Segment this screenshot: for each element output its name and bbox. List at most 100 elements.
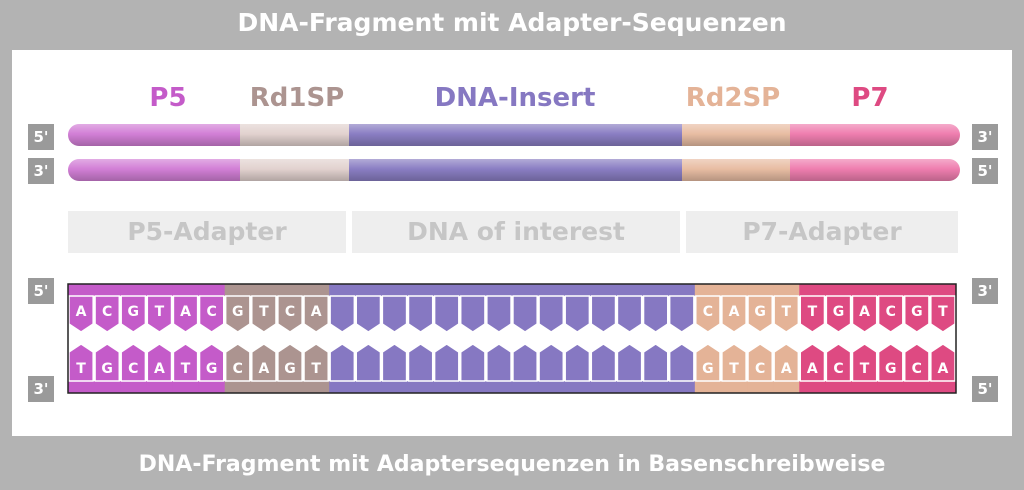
backbone-bottom-segment: [198, 381, 226, 393]
base-letter-bottom: A: [938, 361, 949, 377]
diagram-caption: DNA-Fragment mit Adaptersequenzen in Bas…: [138, 452, 886, 477]
backbone-bottom-segment: [355, 381, 382, 393]
base-bottom: [460, 343, 486, 382]
base-bottom: [433, 343, 460, 382]
base-bottom: [251, 343, 277, 382]
backbone-bottom-segment: [720, 381, 748, 393]
backbone-bottom-segment: [851, 381, 879, 393]
base-top: [486, 295, 512, 333]
strand-segment-rd1sp: [240, 124, 349, 146]
base-bottom: [642, 343, 669, 382]
base-bottom: [825, 343, 852, 382]
top-strand: [68, 124, 960, 146]
base-letter-top: C: [886, 304, 896, 320]
base-bottom: [407, 343, 434, 382]
base-letter-bottom: T: [181, 361, 191, 377]
backbone-top-segment: [642, 284, 670, 296]
base-top: [303, 295, 329, 333]
end-marker-top-left: 5': [28, 124, 54, 150]
base-letter-bottom: C: [755, 361, 765, 377]
base-bottom: [120, 343, 147, 382]
base-bottom: [590, 343, 617, 382]
base-letter-top: G: [911, 304, 923, 320]
base-letter-top: T: [259, 304, 269, 320]
backbone-top-segment: [172, 284, 200, 296]
base-top: [538, 295, 564, 333]
strand-segment-p5: [68, 159, 240, 181]
diagram-title: DNA-Fragment mit Adapter-Sequenzen: [237, 8, 787, 37]
backbone-bottom-segment: [381, 381, 409, 393]
base-bottom: [538, 343, 564, 382]
base-bottom: [930, 343, 956, 382]
region-p5-adapter: P5-Adapter: [68, 211, 346, 253]
base-bottom: [198, 343, 225, 382]
backbone-top-segment: [512, 284, 539, 296]
base-bottom: [329, 343, 355, 382]
backbone-bottom-segment: [773, 381, 800, 393]
region-dna-of-interest: DNA of interest: [352, 211, 680, 253]
base-top: [877, 295, 904, 333]
backbone-bottom-segment: [747, 381, 774, 393]
base-top: [590, 295, 617, 333]
base-bottom: [747, 343, 773, 382]
backbone-bottom-segment: [512, 381, 539, 393]
base-letter-bottom: T: [76, 361, 86, 377]
base-letter-bottom: G: [885, 361, 897, 377]
backbone-bottom-segment: [433, 381, 461, 393]
backbone-top-segment: [720, 284, 748, 296]
backbone-bottom-segment: [120, 381, 147, 393]
strand-segment-rd2sp: [682, 159, 790, 181]
strand-segment-rd1sp: [240, 159, 349, 181]
backbone-bottom-segment: [146, 381, 173, 393]
base-letter-top: G: [833, 304, 845, 320]
end-marker-bottom-left: 3': [28, 158, 54, 184]
backbone-top-segment: [355, 284, 382, 296]
backbone-bottom-segment: [903, 381, 931, 393]
base-top: [642, 295, 669, 333]
backbone-bottom-segment: [929, 381, 957, 393]
base-letter-top: G: [128, 304, 140, 320]
backbone-top-segment: [433, 284, 461, 296]
backbone-top-segment: [538, 284, 565, 296]
base-letter-top: A: [311, 304, 322, 320]
base-top: [721, 295, 747, 333]
backbone-bottom-segment: [694, 381, 722, 393]
backbone-top-segment: [694, 284, 722, 296]
base-top: [68, 295, 94, 333]
base-top: [381, 295, 408, 333]
backbone-top-segment: [929, 284, 957, 296]
base-top: [930, 295, 956, 333]
backbone-bottom-segment: [459, 381, 487, 393]
backbone-top-segment: [459, 284, 487, 296]
base-letter-top: C: [285, 304, 295, 320]
base-letter-bottom: A: [781, 361, 792, 377]
base-top: [172, 295, 199, 333]
base-letter-top: A: [76, 304, 87, 320]
backbone-top-segment: [198, 284, 226, 296]
base-letter-bottom: A: [258, 361, 269, 377]
backbone-bottom-segment: [590, 381, 617, 393]
base-bottom: [381, 343, 408, 382]
backbone-bottom-segment: [303, 381, 330, 393]
backbone-bottom-segment: [564, 381, 591, 393]
base-top: [773, 295, 799, 333]
base-letter-top: T: [155, 304, 165, 320]
base-letter-top: T: [808, 304, 818, 320]
base-top: [355, 295, 382, 333]
base-top: [146, 295, 173, 333]
strand-segment-rd2sp: [682, 124, 790, 146]
base-letter-bottom: A: [807, 361, 818, 377]
base-top: [825, 295, 852, 333]
base-top: [433, 295, 460, 333]
backbone-bottom-segment: [642, 381, 670, 393]
base-bottom: [773, 343, 799, 382]
backbone-top-segment: [94, 284, 121, 296]
base-letter-top: A: [180, 304, 191, 320]
backbone-top-segment: [747, 284, 774, 296]
strand-segment-insert: [349, 159, 682, 181]
label-dna-insert: DNA-Insert: [434, 83, 596, 113]
backbone-bottom-segment: [94, 381, 121, 393]
base-bottom: [799, 343, 826, 382]
base-top: [747, 295, 773, 333]
base-letter-top: G: [754, 304, 766, 320]
